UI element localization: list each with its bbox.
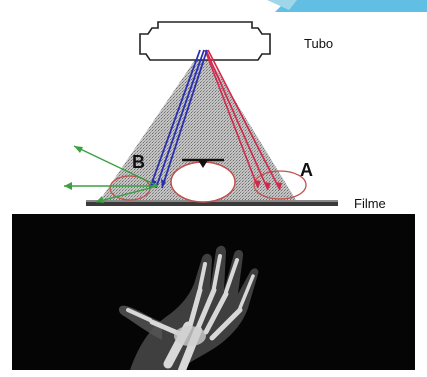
hand-xray-image [12,214,415,370]
tube-label: Tubo [304,36,333,51]
film-label: Filme [354,196,386,211]
xray-projection-diagram [0,0,427,212]
point-b-label: B [132,152,145,173]
point-a-label: A [300,160,313,181]
hand-xray-drawing [12,214,415,370]
